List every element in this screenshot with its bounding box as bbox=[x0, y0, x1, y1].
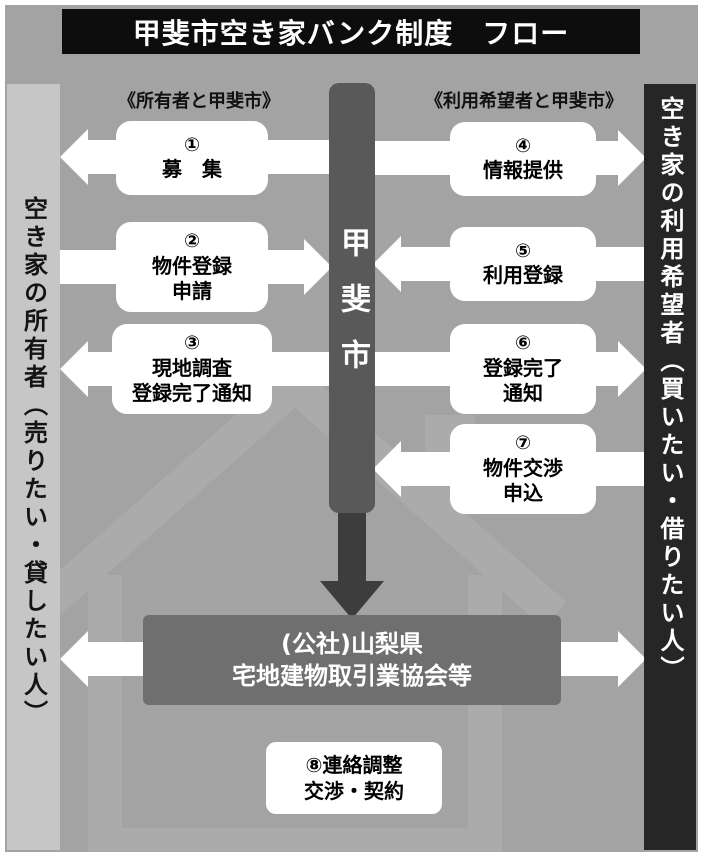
step1-number: ① bbox=[183, 133, 201, 156]
step8-box: ⑧連絡調整 交渉・契約 bbox=[266, 742, 442, 814]
city-bar: 甲斐市 bbox=[329, 83, 375, 513]
association-line2: 宅地建物取引業協会等 bbox=[232, 662, 472, 690]
step4-label: 情報提供 bbox=[483, 158, 563, 183]
step5-label: 利用登録 bbox=[483, 263, 563, 288]
step6-number: ⑥ bbox=[514, 332, 532, 355]
city-to-association-arrow bbox=[320, 505, 384, 619]
step2-number: ② bbox=[183, 230, 201, 253]
arrowhead-left-icon bbox=[373, 441, 401, 497]
step5-box: ⑤ 利用登録 bbox=[450, 227, 596, 301]
step8-line2: 交渉・契約 bbox=[304, 779, 404, 803]
step6-label: 登録完了 bbox=[483, 355, 563, 380]
step7-label2: 申込 bbox=[503, 480, 543, 505]
association-box: (公社)山梨県 宅地建物取引業協会等 bbox=[143, 615, 561, 705]
owner-bar: 空き家の所有者（売りたい・貸したい人） bbox=[7, 84, 60, 850]
step3-box: ③ 現地調査 登録完了通知 bbox=[112, 324, 272, 414]
arrow-association-left bbox=[60, 631, 150, 687]
city-bar-label: 甲斐市 bbox=[335, 227, 370, 395]
step2-label2: 申請 bbox=[172, 278, 212, 303]
step7-box: ⑦ 物件交渉 申込 bbox=[450, 424, 596, 514]
arrowhead-right-icon bbox=[618, 631, 646, 687]
arrowhead-right-icon bbox=[618, 130, 646, 186]
step7-number: ⑦ bbox=[514, 432, 532, 455]
arrow-association-right bbox=[556, 631, 646, 687]
step8-line1: ⑧連絡調整 bbox=[305, 753, 403, 777]
arrowhead-right-icon bbox=[618, 341, 646, 397]
step2-box: ② 物件登録 申請 bbox=[116, 222, 268, 312]
arrowhead-left-icon bbox=[60, 341, 88, 397]
step5-number: ⑤ bbox=[514, 239, 532, 262]
arrowhead-left-icon bbox=[60, 631, 88, 687]
association-line1: (公社)山梨県 bbox=[281, 629, 423, 658]
arrowhead-right-icon bbox=[304, 239, 332, 295]
header-owner-city: 《所有者と甲斐市》 bbox=[118, 91, 280, 112]
arrowhead-left-icon bbox=[60, 129, 88, 185]
step4-number: ④ bbox=[514, 134, 532, 157]
step1-label: 募 集 bbox=[162, 157, 222, 182]
step4-box: ④ 情報提供 bbox=[450, 122, 596, 196]
step3-label: 現地調査 bbox=[152, 355, 232, 380]
step2-label: 物件登録 bbox=[152, 253, 232, 278]
step6-box: ⑥ 登録完了 通知 bbox=[450, 324, 596, 414]
title-bar: 甲斐市空き家バンク制度 フロー bbox=[62, 9, 640, 54]
step3-label2: 登録完了通知 bbox=[132, 380, 252, 405]
step7-label: 物件交渉 bbox=[483, 455, 563, 480]
seeker-bar-label: 空き家の利用希望者（買いたい・借りたい人） bbox=[656, 96, 684, 684]
step6-label2: 通知 bbox=[503, 380, 543, 405]
seeker-bar: 空き家の利用希望者（買いたい・借りたい人） bbox=[644, 84, 696, 850]
step1-box: ① 募 集 bbox=[116, 121, 268, 195]
page-title: 甲斐市空き家バンク制度 フロー bbox=[132, 16, 570, 50]
owner-bar-label: 空き家の所有者（売りたい・貸したい人） bbox=[19, 196, 48, 728]
header-seeker-city: 《利用希望者と甲斐市》 bbox=[425, 91, 623, 112]
arrowhead-down-icon bbox=[320, 581, 384, 619]
arrowhead-left-icon bbox=[373, 236, 401, 292]
step3-number: ③ bbox=[183, 332, 201, 355]
